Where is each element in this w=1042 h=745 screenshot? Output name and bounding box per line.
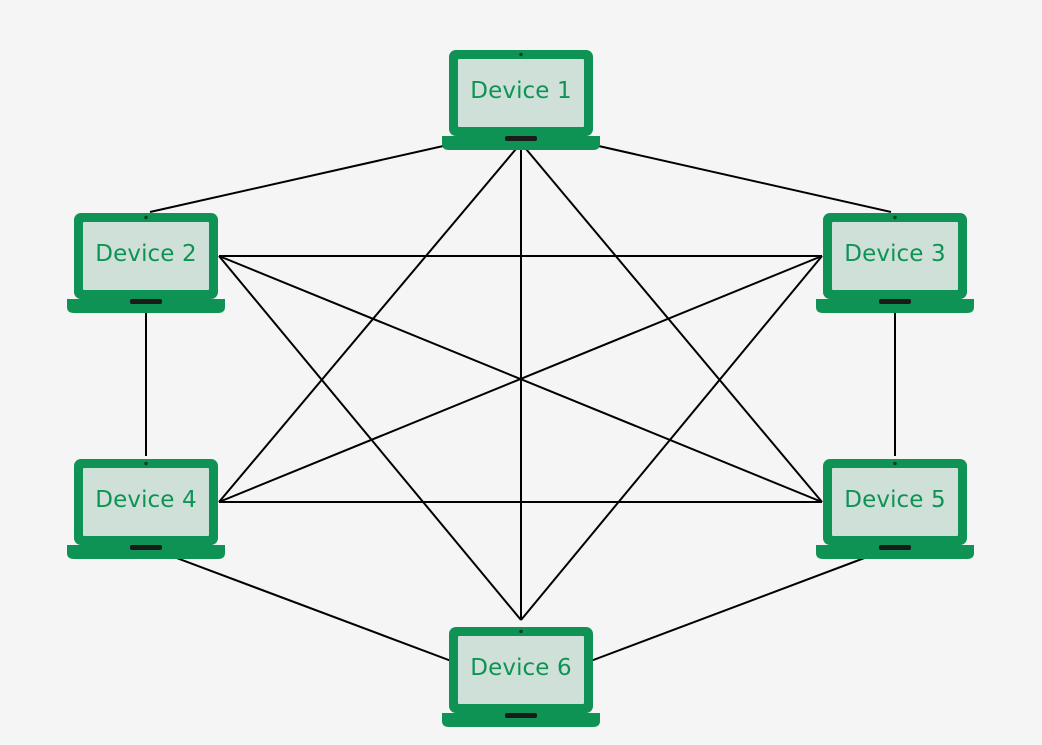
edge-device-3-to-device-4 [218,255,823,503]
laptop-icon [816,213,974,313]
edge-device-5-to-device-6 [571,547,892,669]
edge-device-3-to-device-6 [520,255,823,621]
device-node-4[interactable]: Device 4 [66,450,226,565]
laptop-icon [816,459,974,559]
laptop-icon [67,213,225,313]
laptop-icon [442,50,600,150]
device-node-2[interactable]: Device 2 [66,204,226,319]
edge-device-1-to-device-2 [149,139,471,213]
edge-device-2-to-device-6 [218,255,522,621]
device-node-1[interactable]: Device 1 [441,41,601,156]
connection-lines [145,139,896,669]
edge-device-4-to-device-6 [149,547,471,669]
laptop-icon [67,459,225,559]
edge-device-1-to-device-4 [218,142,522,503]
device-node-3[interactable]: Device 3 [815,204,975,319]
laptop-icon [442,627,600,727]
device-node-5[interactable]: Device 5 [815,450,975,565]
device-node-6[interactable]: Device 6 [441,618,601,733]
edge-device-1-to-device-3 [571,139,892,213]
edge-device-1-to-device-5 [520,142,823,503]
